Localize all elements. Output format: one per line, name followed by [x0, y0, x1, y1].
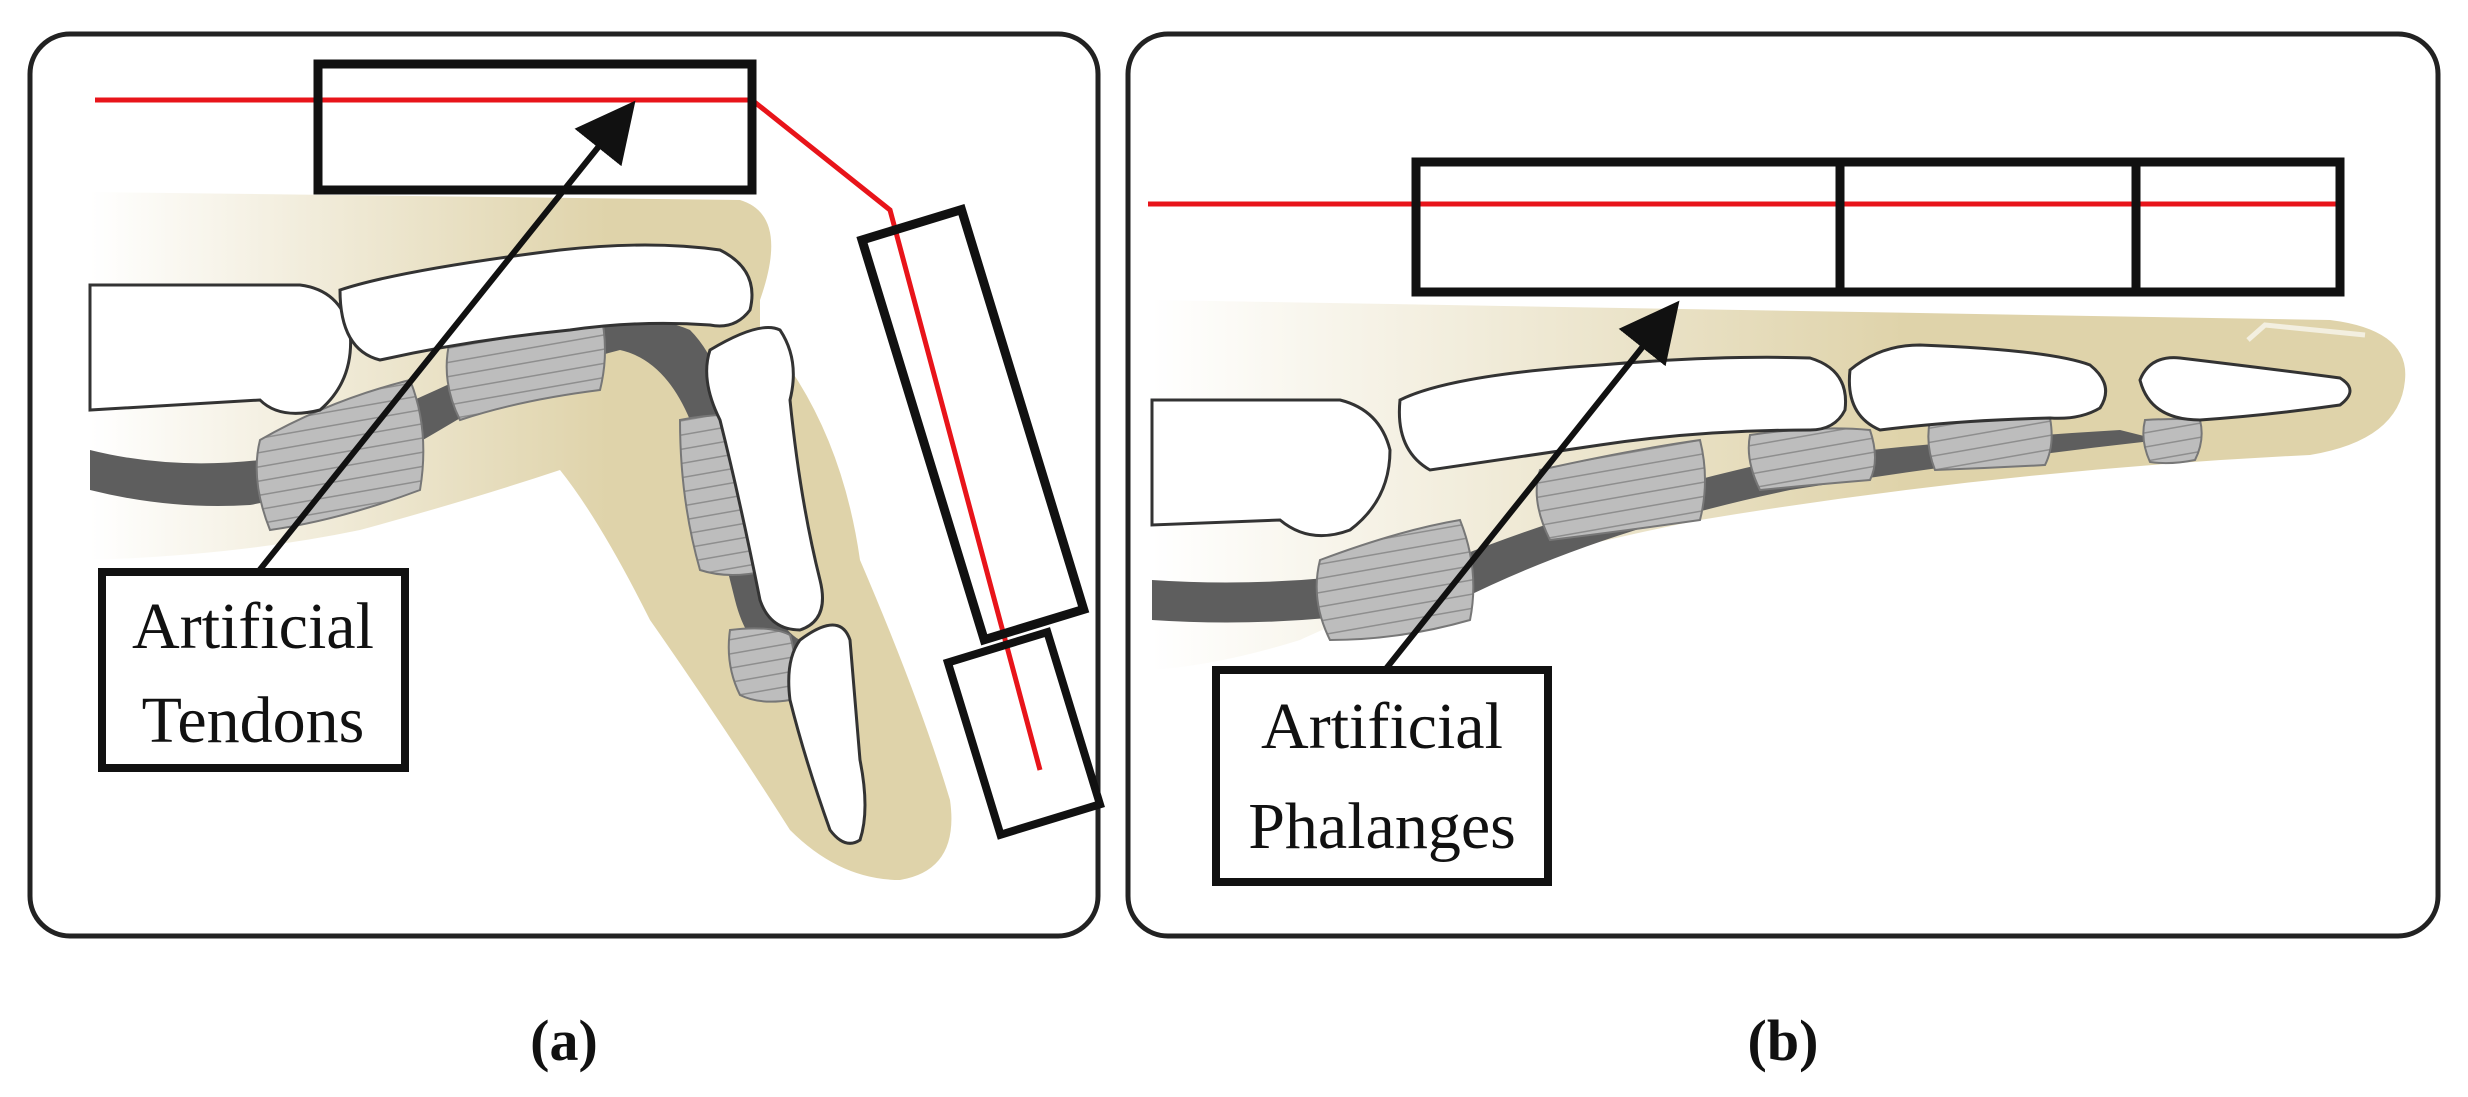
panel-b: Artificial Phalanges	[1125, 31, 2441, 939]
panel-b-pad-5	[2142, 418, 2203, 465]
panel-a-segment-3	[942, 627, 1105, 840]
panel-a: Artificial Tendons	[27, 31, 1105, 939]
panel-a-segment-1	[313, 59, 757, 195]
panel-b-bone-middle	[1847, 343, 2108, 432]
panel-a-bone-distal	[787, 623, 867, 845]
panel-a-bone-middle	[705, 326, 824, 632]
panel-b-pad-2	[1535, 438, 1706, 542]
panel-a-tendon-line	[95, 97, 1043, 771]
panel-a-caption: (a)	[530, 1008, 598, 1073]
panel-a-callout-line1: Artificial	[132, 590, 374, 663]
panel-b-bone-metacarpal	[1150, 398, 1392, 538]
panel-b-callout-line1: Artificial	[1261, 690, 1503, 763]
panel-b-pad-3	[1747, 427, 1876, 492]
panel-a-callout-line2: Tendons	[142, 684, 365, 757]
panel-b-segment-3	[2131, 157, 2345, 297]
panel-b-pad-4	[1927, 415, 2053, 472]
panel-b-caption: (b)	[1748, 1008, 1819, 1073]
panel-a-bone-metacarpal	[88, 283, 353, 415]
panel-a-tendon-band	[90, 318, 800, 665]
panel-a-segment-2	[856, 203, 1090, 646]
panel-b-callout-box	[1212, 666, 1552, 886]
panel-b-bone-distal	[2138, 356, 2352, 422]
panel-a-pad-4	[727, 627, 796, 703]
panel-b-callout-line2: Phalanges	[1248, 790, 1516, 863]
panel-a-arrow	[247, 100, 636, 584]
panel-a-callout-box	[98, 568, 409, 772]
panel-b-bone-proximal	[1397, 355, 1848, 472]
panel-b-nail	[2246, 322, 2366, 342]
panel-b-arrow	[1382, 300, 1680, 672]
panel-a-bone-proximal	[338, 243, 754, 362]
